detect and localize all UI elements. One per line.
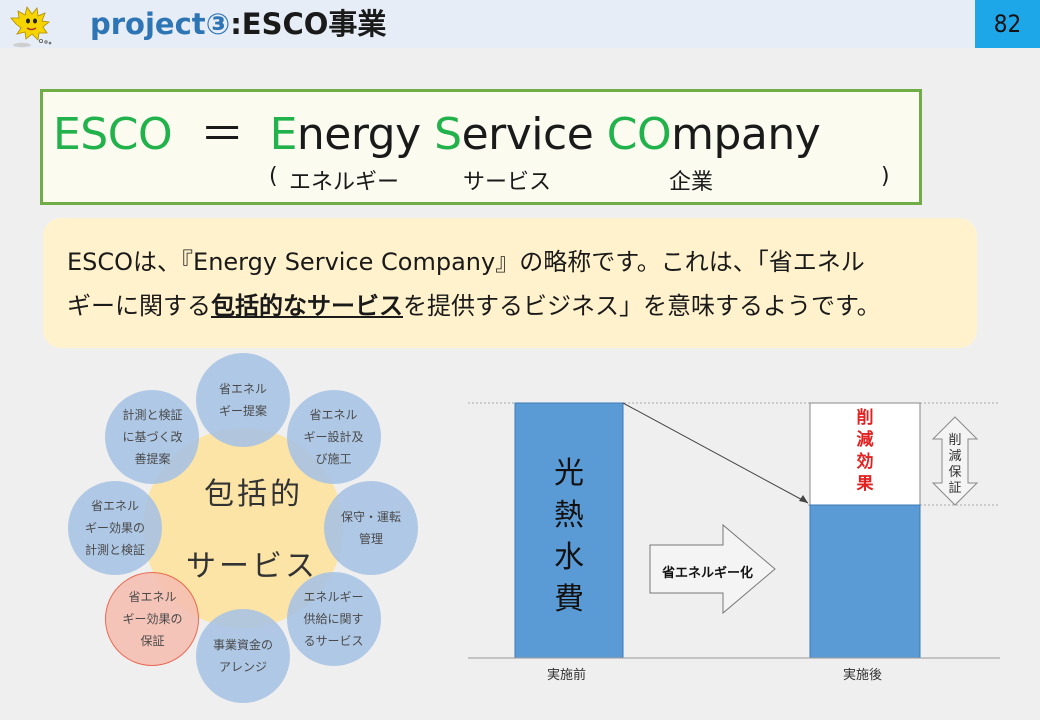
kana-paren-close: )	[881, 164, 890, 189]
description-line-1: ESCOは、『Energy Service Company』の略称です。これは、…	[67, 248, 865, 276]
decline-line	[622, 402, 809, 504]
esco-acronym: ESCO	[53, 109, 173, 160]
description-line-2-post: を提供するビジネス」を意味するようです。	[403, 292, 881, 320]
reduction-box	[809, 402, 921, 506]
description-line-2: ギーに関する包括的なサービスを提供するビジネス」を意味するようです。	[67, 284, 953, 328]
description-box: ESCOは、『Energy Service Company』の略称です。これは、…	[43, 218, 977, 348]
bar	[514, 402, 624, 659]
x-tick-label: 実施前	[547, 668, 587, 683]
kana-company: 企業	[669, 170, 714, 195]
center-label-1: 包括的	[204, 477, 303, 512]
kana-paren-open: (	[269, 164, 278, 189]
esco-expansion: ESCO ＝ Energy Service COmpany	[53, 98, 821, 162]
word-energy-initial: E	[269, 109, 298, 160]
cost-chart: 光熱水費 削減効果 削減保証 省エネルギー化 実施前 実施後	[440, 385, 1040, 720]
word-company-initial: CO	[606, 109, 672, 160]
service-circle: 保守・運転管理	[324, 481, 418, 575]
title-project: project③	[90, 7, 231, 41]
header-bar: project③:ESCO事業 82	[0, 0, 1040, 48]
service-label: 省エネルギー効果の保証	[122, 589, 183, 648]
mascot-icon	[10, 6, 52, 48]
reduction-label: 削減効果	[856, 408, 874, 494]
description-line-2-pre: ギーに関する	[67, 292, 211, 320]
center-label-2: サービス	[186, 549, 318, 584]
service-circle: 省エネルギー設計及び施工	[286, 390, 381, 485]
x-tick-label: 実施後	[843, 668, 883, 683]
page-number: 82	[975, 0, 1040, 48]
service-label: 省エネルギー提案	[218, 382, 267, 418]
service-circle: 省エネルギー効果の保証	[105, 571, 200, 666]
guarantee-double-arrow-icon	[931, 416, 979, 506]
description-emphasis: 包括的なサービス	[211, 292, 403, 320]
chart-canvas	[468, 402, 1000, 659]
word-service-initial: S	[434, 109, 462, 160]
service-label: 省エネルギー設計及び施工	[303, 408, 364, 467]
service-label: エネルギー供給に関するサービス	[303, 589, 364, 648]
word-service-rest: ervice	[461, 109, 594, 160]
service-label: 保守・運転管理	[340, 510, 401, 546]
service-circle: 事業資金のアレンジ	[196, 609, 290, 703]
word-energy-rest: nergy	[296, 109, 421, 160]
bar	[809, 504, 921, 659]
title-subject: :ESCO事業	[230, 7, 387, 41]
service-circle: 省エネルギー効果の計測と検証	[68, 481, 162, 575]
word-company-rest: mpany	[671, 109, 821, 160]
page-title: project③:ESCO事業	[90, 4, 386, 44]
kana-service: サービス	[463, 170, 552, 195]
bar-series-label: 光熱水費	[554, 456, 584, 617]
service-circle: エネルギー供給に関するサービス	[286, 571, 381, 666]
service-circle: 計測と検証に基づく改善提案	[105, 390, 200, 485]
energy-saving-arrow-icon	[649, 523, 776, 615]
service-label: 省エネルギー効果の計測と検証	[84, 499, 145, 557]
equals-sign: ＝	[200, 109, 244, 160]
service-circle: 省エネルギー提案	[196, 353, 290, 447]
decline-arrowhead	[799, 495, 808, 503]
esco-definition-box: ESCO ＝ Energy Service COmpany ( エネルギー サービス…	[40, 89, 922, 205]
service-diagram: 省エネルギー提案省エネルギー設計及び施工保守・運転管理エネルギー供給に関するサー…	[68, 345, 440, 720]
kana-energy: エネルギー	[289, 170, 400, 195]
arrow-label: 省エネルギー化	[662, 566, 754, 581]
guarantee-label: 削減保証	[948, 433, 962, 496]
service-label: 計測と検証に基づく改善提案	[122, 408, 183, 467]
service-label: 事業資金のアレンジ	[212, 638, 273, 674]
